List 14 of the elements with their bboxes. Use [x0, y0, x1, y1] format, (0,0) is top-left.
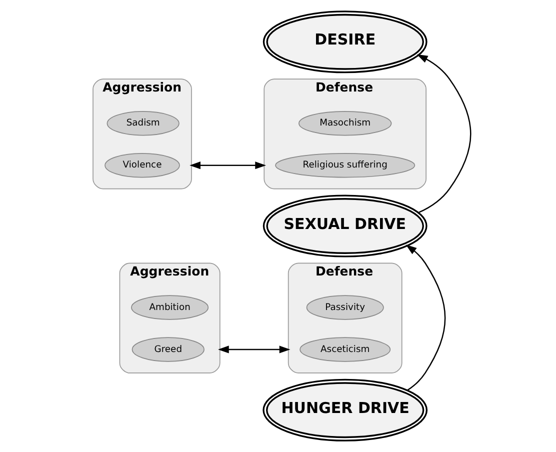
- node-ellipse: Ambition: [130, 295, 208, 320]
- node-ellipse: Asceticism: [299, 337, 390, 362]
- node-ellipse: HUNGER DRIVE: [262, 378, 428, 442]
- node-ellipse: SEXUAL DRIVE: [262, 194, 427, 258]
- node-ellipse: Masochism: [298, 111, 392, 136]
- node-ellipse: Sadism: [106, 111, 179, 136]
- arrow: [218, 346, 290, 354]
- node-ellipse: Religious suffering: [274, 153, 415, 178]
- arrow: [416, 54, 471, 214]
- node-ellipse: Violence: [104, 153, 180, 178]
- arrow: [189, 162, 266, 170]
- arrow: [405, 244, 446, 391]
- node-ellipse: Passivity: [306, 295, 384, 320]
- node-ellipse: Greed: [131, 337, 204, 362]
